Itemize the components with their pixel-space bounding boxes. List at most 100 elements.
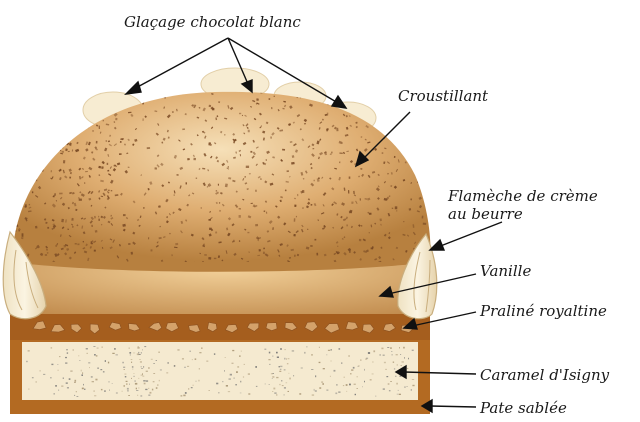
caramel-dot [287,390,289,392]
speckle [217,255,221,259]
speckle [210,106,215,111]
speckle [326,129,328,132]
caramel-dot [57,364,59,365]
speckle [355,148,359,152]
speckle [294,197,296,200]
speckle [85,243,88,247]
speckle [28,203,31,206]
speckle [364,138,367,141]
speckle [269,182,274,186]
speckle [43,218,47,221]
speckle [403,143,407,148]
speckle [412,154,415,157]
speckle [19,120,23,124]
speckle [113,143,118,147]
speckle [252,139,255,143]
speckle [104,206,107,209]
caramel-dot [114,348,116,350]
speckle [63,92,67,97]
speckle [88,141,91,146]
speckle [362,238,366,242]
caramel-dot [192,384,194,386]
caramel-dot [166,372,169,374]
speckle [418,108,422,112]
speckle [397,159,400,163]
speckle [391,207,394,209]
caramel-dot [137,394,139,396]
caramel-dot [167,362,169,364]
caramel-dot [184,392,187,394]
caramel-dot [208,390,210,391]
speckle [24,164,27,167]
speckle [348,190,350,194]
speckle [110,179,114,184]
speckle [250,106,253,108]
speckle [71,201,75,205]
speckle [200,207,202,209]
speckle [247,215,252,219]
caramel-dot [369,379,372,381]
caramel-dot [123,369,125,370]
caramel-dot [279,383,281,386]
royaltine-piece [224,324,239,333]
speckle [319,138,322,142]
speckle [15,180,18,182]
caramel-dot [74,381,76,383]
speckle [314,238,317,241]
caramel-dot [51,363,54,366]
speckle [202,167,206,170]
caramel-dot [55,385,57,387]
speckle [387,236,391,240]
speckle [82,231,86,235]
caramel-dot [242,376,245,378]
caramel-dot [284,357,286,360]
speckle [418,205,422,209]
speckle [89,245,92,249]
speckle [313,203,317,207]
speckle [100,223,103,226]
speckle [295,230,299,234]
caramel-dot [273,387,276,390]
speckle [73,92,76,96]
speckle [20,149,23,152]
speckle [89,220,93,224]
speckle [415,106,418,110]
speckle [107,140,110,143]
speckle [12,176,15,180]
caramel-dot [43,373,46,375]
speckle [75,118,78,120]
speckle [124,170,129,174]
caramel-dot [95,378,98,381]
speckle [166,114,171,119]
speckle [272,156,275,159]
speckle [15,196,18,200]
caramel-dot [406,386,408,387]
caramel-dot [396,393,399,395]
caramel-dot [85,348,88,350]
royaltine-piece [70,323,83,334]
speckle [122,228,126,232]
speckle [390,172,393,175]
caramel-dot [123,366,126,368]
caramel-dot [91,381,94,383]
speckle [101,160,105,165]
speckle [374,222,377,225]
caramel-dots [26,346,415,397]
speckle [294,204,297,207]
speckle [136,218,140,222]
caramel-dot [102,371,105,373]
speckle [158,237,162,240]
speckle [140,174,143,177]
speckle [184,113,187,116]
speckle [144,115,147,118]
speckle [65,219,67,223]
caramel-dot [140,366,142,368]
speckle [410,182,413,184]
label-flameche-line2: au beurre [448,205,523,223]
speckle [310,203,313,206]
caramel-dot [53,393,55,395]
speckle [185,182,188,185]
caramel-dot [239,355,241,357]
speckle [59,149,62,152]
speckle [147,187,150,191]
